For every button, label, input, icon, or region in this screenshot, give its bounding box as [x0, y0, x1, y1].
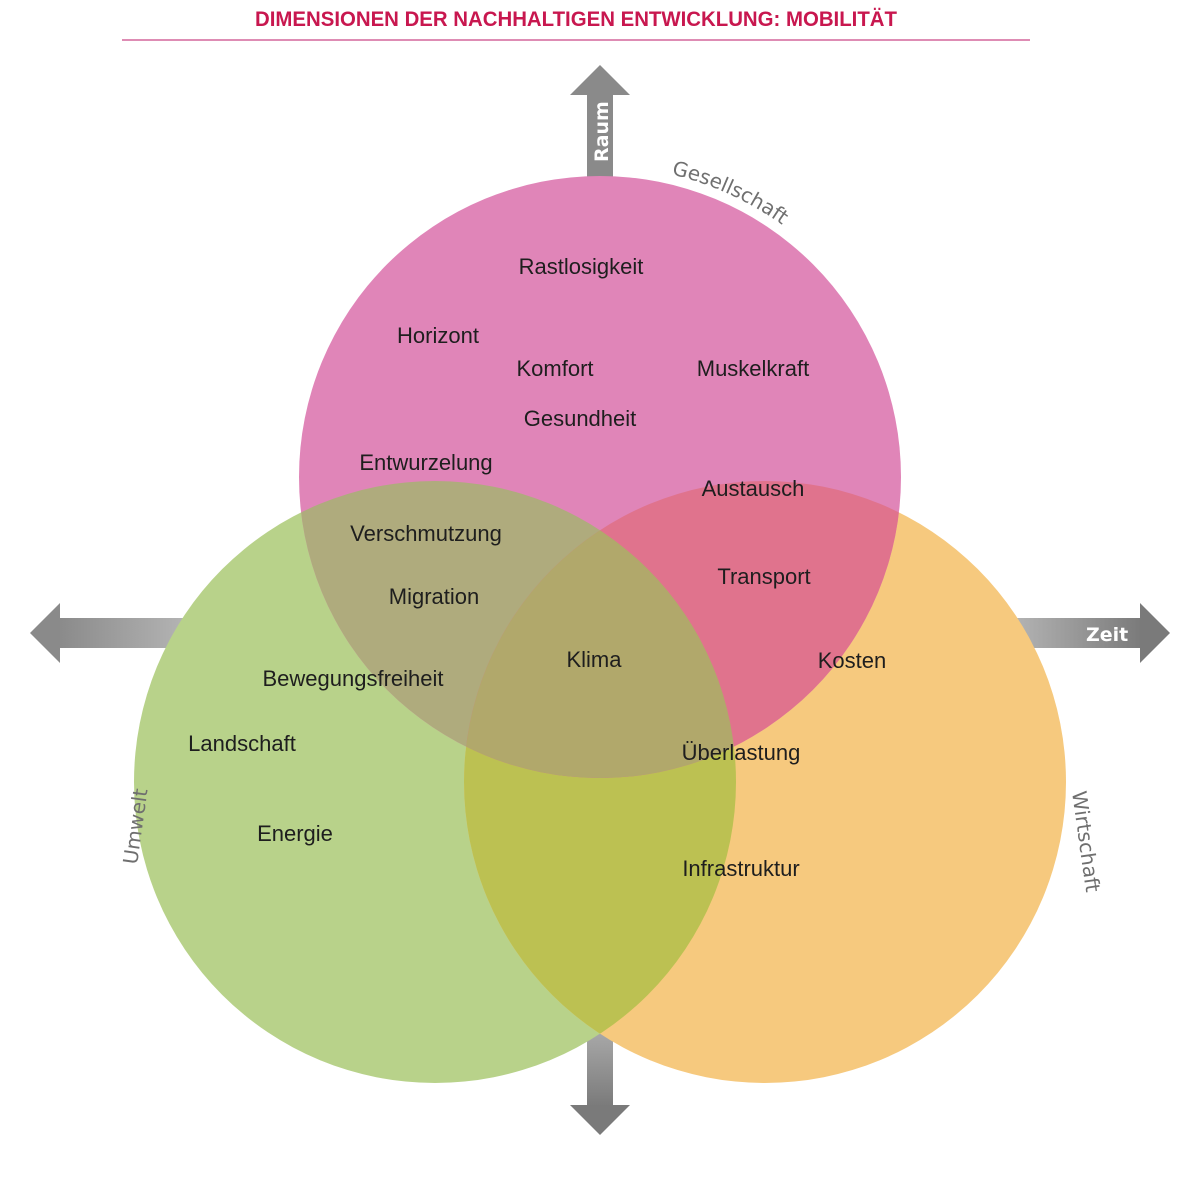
term-gesundheit: Gesundheit	[524, 406, 637, 431]
term-horizont: Horizont	[397, 323, 479, 348]
term-rastlosigkeit: Rastlosigkeit	[519, 254, 644, 279]
term-kosten: Kosten	[818, 648, 887, 673]
term-energie: Energie	[257, 821, 333, 846]
term-klima: Klima	[566, 647, 622, 672]
term-austausch: Austausch	[702, 476, 805, 501]
diagram-title: DIMENSIONEN DER NACHHALTIGEN ENTWICKLUNG…	[255, 8, 897, 31]
term-verschmutzung: Verschmutzung	[350, 521, 502, 546]
term-infrastruktur: Infrastruktur	[682, 856, 799, 881]
term-migration: Migration	[389, 584, 479, 609]
arrow-right-icon	[1140, 603, 1170, 663]
term-bewegungsfreiheit: Bewegungsfreiheit	[262, 666, 443, 691]
term-entwurzelung: Entwurzelung	[359, 450, 492, 475]
axis-label-raum: Raum	[591, 101, 613, 162]
overlap-gesellschaft-umwelt	[299, 481, 736, 778]
term-ueberlastung: Überlastung	[682, 740, 801, 765]
arrow-down-icon	[570, 1105, 630, 1135]
term-komfort: Komfort	[516, 356, 593, 381]
arrow-up-raum: Raum	[570, 65, 630, 184]
axis-label-zeit: Zeit	[1086, 624, 1128, 646]
set-label-wirtschaft: Wirtschaft	[1067, 789, 1105, 893]
term-transport: Transport	[717, 564, 810, 589]
overlap-gesellschaft-wirtschaft	[464, 481, 901, 778]
arrow-left-icon	[30, 603, 60, 663]
term-muskelkraft: Muskelkraft	[697, 356, 809, 381]
term-landschaft: Landschaft	[188, 731, 296, 756]
arrow-up-icon	[570, 65, 630, 95]
